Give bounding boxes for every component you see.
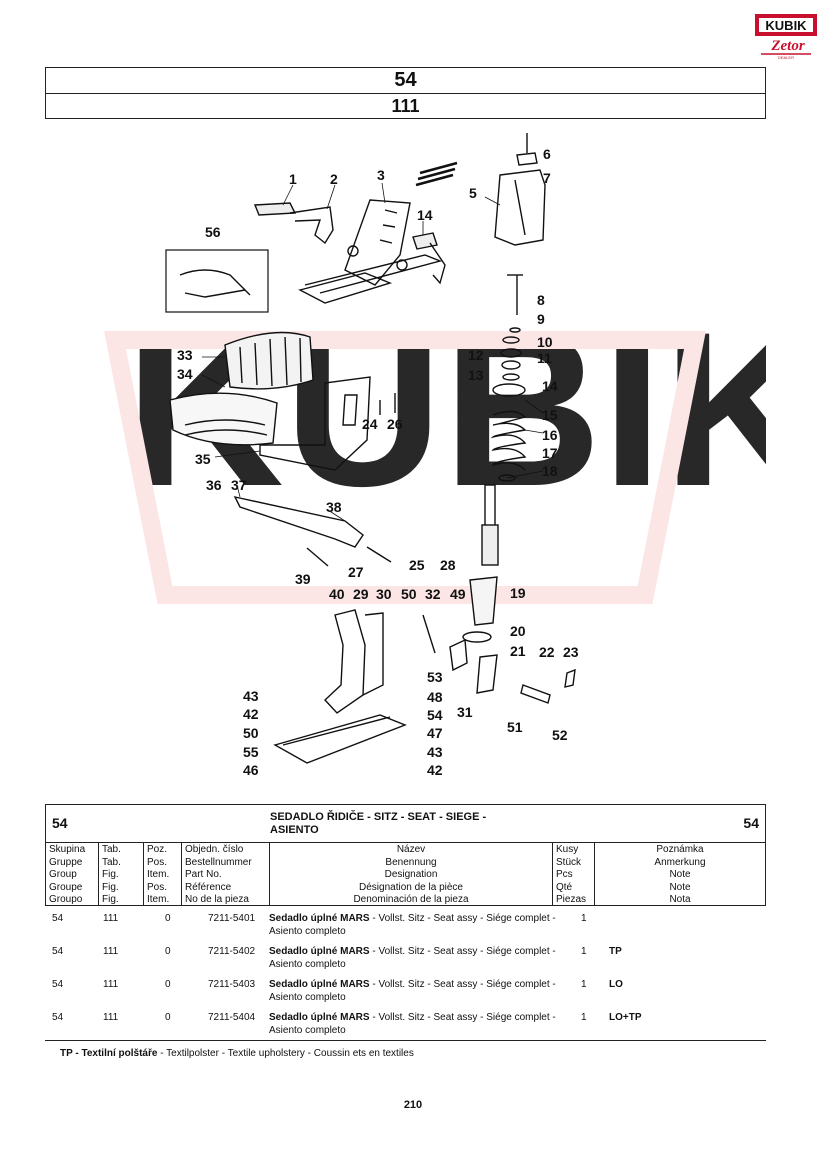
table-group-left: 54 (52, 815, 68, 831)
callout: 15 (542, 407, 558, 423)
callout: 28 (440, 557, 456, 573)
exploded-seat-diagram: KUBIK (104, 133, 766, 778)
callout: 38 (326, 499, 342, 515)
footnote: TP - Textilní polštáře - Textilpolster -… (60, 1048, 414, 1059)
callout: 17 (542, 445, 558, 461)
callout: 22 (539, 644, 555, 660)
callout: 14 (417, 207, 433, 223)
callout: 49 (450, 586, 466, 602)
callout: 34 (177, 366, 193, 382)
callout: 42 (243, 706, 259, 722)
logo-brand: KUBIK (765, 18, 807, 33)
callout: 21 (510, 643, 526, 659)
callout: 55 (243, 744, 259, 760)
callout: 40 (329, 586, 345, 602)
header-figure: 111 (45, 93, 766, 119)
callout: 13 (468, 367, 484, 383)
callout: 11 (537, 350, 552, 366)
callout-labels: 1 2 3 14 56 5 6 7 8 9 10 11 12 13 14 15 … (177, 146, 579, 778)
callout: 52 (552, 727, 568, 743)
parts-table-header: 54 SEDADLO ŘIDIČE - SITZ - SEAT - SIEGE … (45, 804, 766, 906)
callout: 47 (427, 725, 443, 741)
callout: 53 (427, 669, 443, 685)
callout: 20 (510, 623, 526, 639)
callout: 9 (537, 311, 545, 327)
callout: 54 (427, 707, 443, 723)
callout: 8 (537, 292, 545, 308)
col-fig: Tab.Tab.Fig.Fig.Fig. (99, 843, 144, 905)
table-title-row: 54 SEDADLO ŘIDIČE - SITZ - SEAT - SIEGE … (46, 805, 765, 843)
callout: 43 (427, 744, 443, 760)
callout: 37 (231, 477, 247, 493)
callout: 36 (206, 477, 222, 493)
callout: 19 (510, 585, 526, 601)
assembly-name-line1: SEDADLO ŘIDIČE - SITZ - SEAT - SIEGE - (270, 811, 487, 823)
callout: 30 (376, 586, 392, 602)
callout: 16 (542, 427, 558, 443)
callout: 5 (469, 185, 477, 201)
callout: 31 (457, 704, 473, 720)
callout: 35 (195, 451, 211, 467)
callout: 18 (542, 463, 558, 479)
callout: 24 (362, 416, 378, 432)
callout: 42 (427, 762, 443, 778)
callout: 1 (289, 171, 297, 187)
callout: 26 (387, 416, 403, 432)
callout: 39 (295, 571, 311, 587)
callout: 25 (409, 557, 425, 573)
callout: 32 (425, 586, 441, 602)
col-item: Poz.Pos.Item.Pos.Item. (144, 843, 182, 905)
callout: 7 (543, 170, 551, 186)
callout: 6 (543, 146, 551, 162)
logo-dealer: DEALER (778, 55, 794, 60)
callout: 23 (563, 644, 579, 660)
leader-lines (201, 182, 544, 522)
assembly-name-line2: ASIENTO (270, 824, 319, 836)
callout: 43 (243, 688, 259, 704)
logo-sub: Zetor (770, 38, 804, 54)
header-group: 54 (45, 67, 766, 94)
callout: 27 (348, 564, 364, 580)
callout: 14 (542, 378, 558, 394)
callout: 29 (353, 586, 369, 602)
callout: 33 (177, 347, 193, 363)
parts (165, 133, 576, 764)
callout: 50 (243, 725, 259, 741)
callout: 50 (401, 586, 417, 602)
table-group-right: 54 (743, 815, 759, 831)
kubik-zetor-logo: KUBIK Zetor DEALER (755, 14, 817, 60)
table-assembly-name: SEDADLO ŘIDIČE - SITZ - SEAT - SIEGE - A… (270, 811, 530, 837)
callout: 2 (330, 171, 338, 187)
callout: 48 (427, 689, 443, 705)
callout: 46 (243, 762, 259, 778)
callout: 3 (377, 167, 385, 183)
callout: 51 (507, 719, 523, 735)
callout: 12 (468, 347, 484, 363)
footnote-separator (45, 1040, 766, 1041)
page-number: 210 (403, 1099, 423, 1111)
callout: 56 (205, 224, 221, 240)
callout: 10 (537, 334, 553, 350)
